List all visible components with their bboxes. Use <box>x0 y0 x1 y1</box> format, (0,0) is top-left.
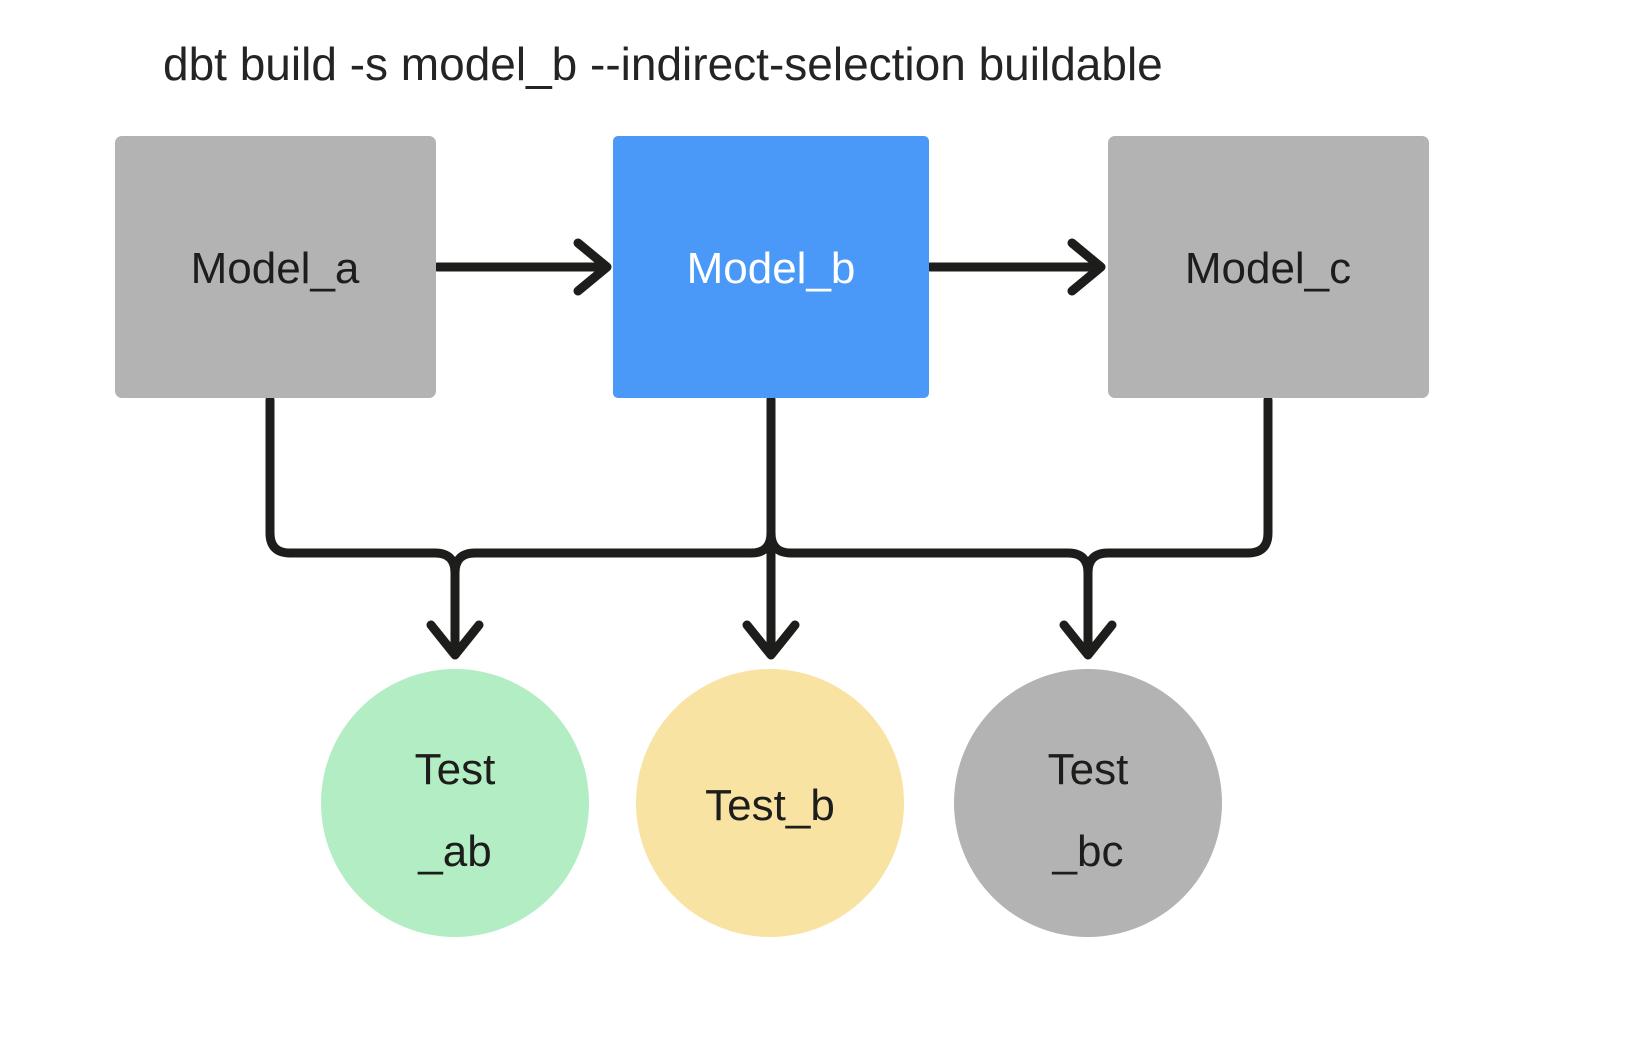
model-node-layer: Model_a Model_b Model_c <box>115 136 1429 398</box>
node-test-b-shape[interactable] <box>636 669 904 937</box>
edge-model-a-to-model-b <box>432 238 612 296</box>
node-test-bc-label-line2: _bc <box>1052 827 1124 876</box>
node-model-a-shape[interactable] <box>115 136 436 398</box>
node-model-b-shape[interactable] <box>613 136 929 398</box>
node-test-b[interactable]: Test_b <box>636 669 904 937</box>
edge-model-b-to-test-ab <box>450 395 776 578</box>
page-title: dbt build -s model_b --indirect-selectio… <box>163 38 1163 90</box>
node-test-b-label-line1: Test_b <box>705 781 835 830</box>
node-model-a[interactable]: Model_a <box>115 136 436 398</box>
node-test-ab[interactable]: Test _ab <box>321 669 589 937</box>
node-model-c-shape[interactable] <box>1108 136 1429 398</box>
edge-model-b-to-test-bc <box>766 395 1117 660</box>
edge-model-b-to-model-c <box>925 238 1106 296</box>
node-model-b[interactable]: Model_b <box>613 136 929 398</box>
node-model-c-label: Model_c <box>1185 244 1351 293</box>
node-test-ab-label-line2: _ab <box>417 827 491 876</box>
edge-model-c-to-test-bc <box>1083 395 1273 578</box>
node-model-a-label: Model_a <box>191 244 360 293</box>
node-test-ab-label-line1: Test <box>415 745 496 794</box>
node-test-bc[interactable]: Test _bc <box>954 669 1222 937</box>
node-model-b-label: Model_b <box>687 244 856 293</box>
edge-layer <box>265 238 1273 660</box>
node-model-c[interactable]: Model_c <box>1108 136 1429 398</box>
test-node-layer: Test _ab Test_b Test _bc <box>321 669 1222 937</box>
node-test-bc-shape[interactable] <box>954 669 1222 937</box>
node-test-bc-label-line1: Test <box>1048 745 1129 794</box>
node-test-ab-shape[interactable] <box>321 669 589 937</box>
edge-model-a-to-test-ab <box>265 395 484 660</box>
